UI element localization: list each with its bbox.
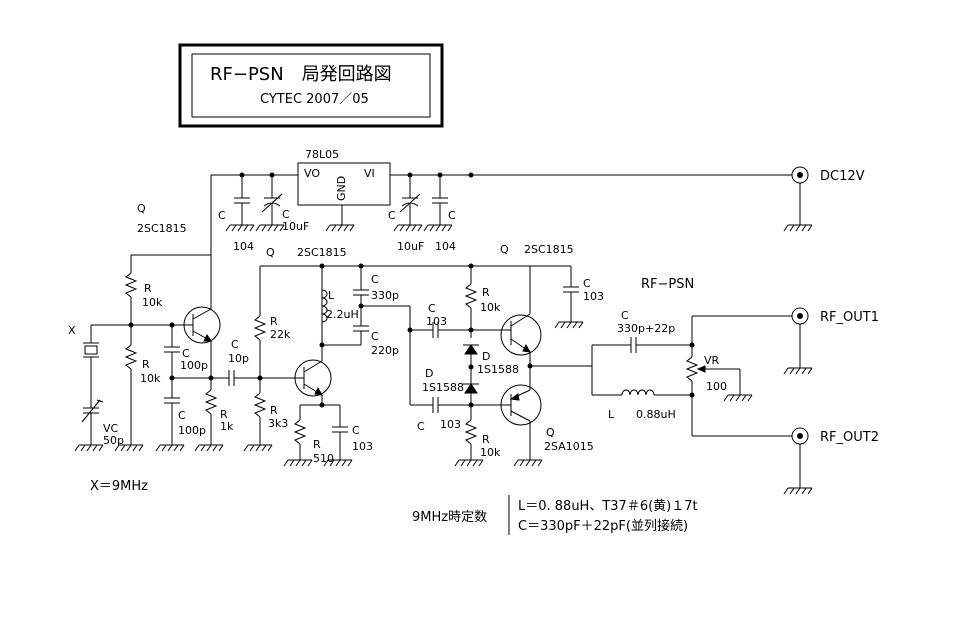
- title-block: RF−PSN 局発回路図 CYTEC 2007／05: [178, 43, 444, 128]
- constants-line2: C＝330pF＋22pF(並列接続): [518, 518, 688, 534]
- value-c100p-2: 100p: [178, 424, 206, 437]
- label-l-1: L: [328, 289, 335, 302]
- crystal-freq: X＝9MHz: [90, 479, 148, 494]
- label-r-6: R: [313, 438, 321, 451]
- value-c103-4: 103: [440, 418, 461, 431]
- amplifier-stage: Q 2SC1815 R 22k R 3k3 L 2.2uH: [243, 246, 571, 467]
- rf-out1-label: RF_OUT1: [820, 310, 879, 325]
- value-c10uf-2: 10uF: [397, 240, 424, 253]
- regulator-78l05: 78L05 VO VI GND: [297, 148, 391, 232]
- title-sub: CYTEC 2007／05: [260, 92, 369, 107]
- dc12v-label: DC12V: [820, 169, 865, 184]
- label-r-2: R: [142, 358, 150, 371]
- value-vc50p: 50p: [103, 434, 124, 447]
- label-r-4: R: [270, 315, 278, 328]
- q3-label: Q: [500, 243, 509, 256]
- q1-part: 2SC1815: [137, 222, 187, 235]
- label-r-3: R: [220, 408, 228, 421]
- value-r1k: 1k: [220, 420, 234, 433]
- label-c-10: C: [352, 424, 360, 437]
- value-d1s1588-2: 1S1588: [422, 381, 464, 394]
- label-c-6: C: [178, 409, 186, 422]
- title-main: RF−PSN 局発回路図: [210, 64, 392, 85]
- label-r-8: R: [482, 433, 490, 446]
- rf-psn-label: RF−PSN: [641, 277, 694, 292]
- label-c-4: C: [448, 209, 456, 222]
- label-c-5: C: [182, 347, 190, 360]
- value-c330p22p: 330p+22p: [617, 322, 675, 335]
- label-x: X: [68, 324, 76, 337]
- label-c-1: C: [218, 209, 226, 222]
- regulator-input-caps: C 104 C 10uF: [218, 175, 309, 253]
- regulator-part: 78L05: [305, 148, 339, 161]
- value-r10k-2: 10k: [140, 372, 161, 385]
- time-constant-note: 9MHz時定数 L＝0. 88uH、T37＃6(黄)１7t C＝330pF＋22…: [412, 495, 698, 535]
- constants-label: 9MHz時定数: [412, 510, 487, 525]
- value-c103-3: 103: [426, 315, 447, 328]
- value-d1s1588-1: 1S1588: [477, 363, 519, 376]
- value-r22k: 22k: [270, 328, 291, 341]
- rf-psn-network: RF−PSN C 330p+22p L 0.88uH VR 100 RF_OUT…: [530, 277, 879, 495]
- value-r10k-1: 10k: [142, 296, 163, 309]
- q4-part: 2SA1015: [544, 440, 594, 453]
- value-c10p: 10p: [228, 352, 249, 365]
- regulator-gnd: GND: [335, 176, 348, 201]
- value-c100p-1: 100p: [180, 359, 208, 372]
- regulator-vi: VI: [364, 167, 375, 180]
- label-r-5: R: [270, 404, 278, 417]
- dc12v-connector: DC12V: [783, 166, 865, 232]
- label-c-11: C: [583, 277, 591, 290]
- label-c-14: C: [621, 309, 629, 322]
- value-r510: 510: [313, 452, 334, 465]
- label-c-7: C: [231, 338, 239, 351]
- label-d-2: D: [425, 367, 433, 380]
- q3-part: 2SC1815: [524, 243, 574, 256]
- value-c103-1: 103: [352, 440, 373, 453]
- value-vr100: 100: [706, 380, 727, 393]
- value-c104-2: 104: [435, 240, 456, 253]
- value-l22: 2.2uH: [326, 308, 359, 321]
- label-l-2: L: [608, 408, 615, 421]
- label-c-3: C: [388, 209, 396, 222]
- value-r10k-4: 10k: [480, 446, 501, 459]
- q2-label: Q: [266, 246, 275, 259]
- buffer-stage: Q 2SC1815 C 103 R 10k C 103 D: [410, 243, 604, 467]
- label-r-1: R: [144, 282, 152, 295]
- q1-label: Q: [137, 202, 146, 215]
- q2-part: 2SC1815: [297, 246, 347, 259]
- label-c-13: C: [417, 420, 425, 433]
- value-c103-2: 103: [583, 290, 604, 303]
- oscillator-stage: Q 2SC1815 R 10k R 10k X VC 50p: [68, 202, 295, 494]
- rf-out2-label: RF_OUT2: [820, 430, 879, 445]
- label-c-9: C: [371, 330, 379, 343]
- value-c104-1: 104: [233, 240, 254, 253]
- label-c-8: C: [371, 273, 379, 286]
- q4-label: Q: [546, 426, 555, 439]
- value-c10uf-1: 10uF: [282, 220, 309, 233]
- label-r-7: R: [482, 286, 490, 299]
- label-d-1: D: [482, 350, 490, 363]
- value-c220p: 220p: [371, 344, 399, 357]
- regulator-vo: VO: [304, 167, 320, 180]
- label-c-2: C: [282, 208, 290, 221]
- constants-line1: L＝0. 88uH、T37＃6(黄)１7t: [518, 499, 698, 514]
- label-vr: VR: [704, 354, 720, 367]
- value-l088: 0.88uH: [636, 408, 676, 421]
- regulator-output-caps: C 10uF C 104: [388, 175, 456, 253]
- label-c-12: C: [428, 302, 436, 315]
- value-r10k-3: 10k: [480, 301, 501, 314]
- value-c330p: 330p: [371, 289, 399, 302]
- label-vc: VC: [103, 422, 119, 435]
- value-r3k3: 3k3: [268, 417, 288, 430]
